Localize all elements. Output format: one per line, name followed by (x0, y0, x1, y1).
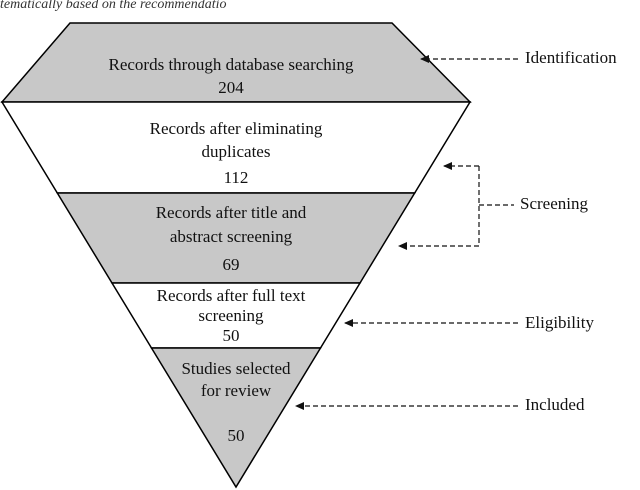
stage-3-line-0: Records after full text (157, 286, 306, 305)
phase-screening-label: Screening (520, 194, 588, 213)
caption-text: tematically based on the recommendatio (0, 0, 227, 12)
stage-3-line-1: screening (198, 306, 264, 325)
stage-2-count: 69 (223, 255, 240, 274)
phase-identification-label: Identification (525, 48, 617, 67)
stage-3-count: 50 (223, 326, 240, 345)
stage-4-line-0: Studies selected (181, 359, 291, 378)
stage-1-line-0: Records after eliminating (150, 119, 323, 138)
stage-0-count: 204 (218, 78, 244, 97)
phase-eligibility-label: Eligibility (525, 313, 594, 332)
stage-1-line-1: duplicates (202, 142, 271, 161)
stage-0-line-0: Records through database searching (109, 55, 354, 74)
stage-1-count: 112 (224, 168, 249, 187)
stage-4-count: 50 (228, 426, 245, 445)
phase-included-label: Included (525, 395, 585, 414)
stage-included-section (150, 347, 322, 489)
stage-2-line-1: abstract screening (170, 227, 293, 246)
stage-4-line-1: for review (201, 381, 272, 400)
stage-2-line-0: Records after title and (156, 203, 307, 222)
